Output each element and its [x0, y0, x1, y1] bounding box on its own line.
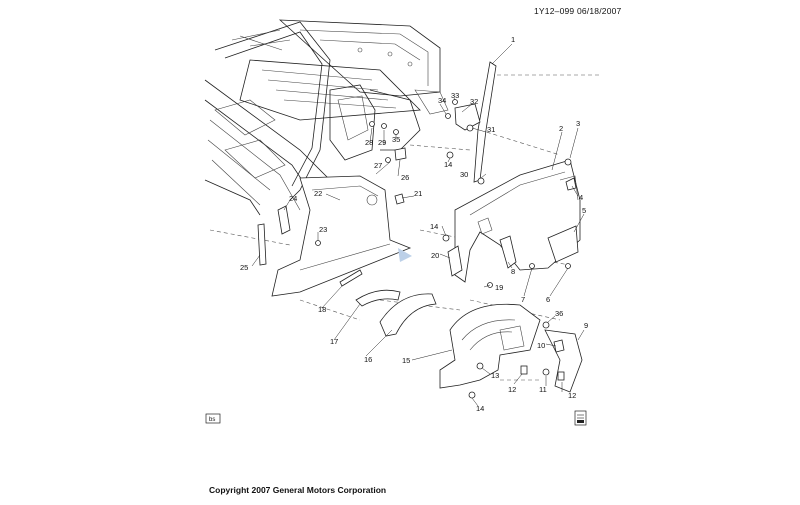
part-24-clip: [277, 205, 291, 235]
callout-7: 7: [521, 295, 525, 304]
callout-19: 19: [495, 283, 503, 292]
callout-24: 24: [289, 194, 297, 203]
callout-11: 11: [539, 385, 547, 394]
copyright-notice: Copyright 2007 General Motors Corporatio…: [209, 485, 387, 495]
callout-20: 20: [431, 251, 439, 260]
part-25-strip: [257, 223, 267, 266]
callout-32: 32: [470, 97, 478, 106]
callout-labels: 1 2 3 4 5 6 7 8 9 10 11 12 12 13 14 14 1…: [240, 35, 588, 413]
part-29-bolt: [381, 123, 387, 129]
callout-12-a: 12: [508, 385, 516, 394]
part-21-clip: [394, 193, 405, 205]
part-34-bolt: [445, 113, 451, 119]
part-12-clip-b: [557, 371, 565, 381]
callout-12-b: 12: [568, 391, 576, 400]
part-31-fastener: [466, 124, 474, 132]
callout-27: 27: [374, 161, 382, 170]
part-14-clip-b: [442, 234, 450, 242]
callout-33: 33: [451, 91, 459, 100]
callout-14-c: 14: [476, 404, 484, 413]
part-7-bolt: [529, 263, 535, 269]
callout-15: 15: [402, 356, 410, 365]
callout-10: 10: [537, 341, 545, 350]
part-22-rocker-panel: [271, 175, 412, 297]
part-30-bolt: [477, 177, 485, 185]
callout-28: 28: [365, 138, 373, 147]
callout-5: 5: [582, 206, 586, 215]
doc-date: 06/18/2007: [576, 6, 622, 16]
part-3-bolt: [564, 158, 572, 166]
callout-31: 31: [487, 125, 495, 134]
callout-22: 22: [314, 189, 322, 198]
part-27-bolt: [385, 157, 391, 163]
callout-8: 8: [511, 267, 515, 276]
part-5-panel: [547, 225, 579, 263]
part-11-fastener: [542, 368, 550, 376]
part-16-liner: [379, 293, 437, 337]
part-13-fastener: [476, 362, 484, 370]
watermark-arrow-shape: [398, 248, 412, 262]
doc-id: 1Y12–099: [534, 6, 575, 16]
part-9-splash-shield: [544, 329, 583, 393]
diagram-legend-icon: [574, 410, 587, 426]
callout-9: 9: [584, 321, 588, 330]
part-36-fastener: [542, 321, 550, 329]
part-18-seal: [339, 269, 363, 287]
callout-16: 16: [364, 355, 372, 364]
callout-6: 6: [546, 295, 550, 304]
part-6-bolt: [565, 263, 571, 269]
part-35-bolt: [393, 129, 399, 135]
part-28-bolt: [369, 121, 375, 127]
callout-2: 2: [559, 124, 563, 133]
callout-23: 23: [319, 225, 327, 234]
callout-14-a: 14: [444, 160, 452, 169]
callout-17: 17: [330, 337, 338, 346]
part-14-clip-a: [446, 151, 454, 159]
leader-lines: [251, 43, 585, 407]
callout-25: 25: [240, 263, 248, 272]
bs-box-label: bs: [209, 417, 215, 423]
diagram-header: 1Y12–099 06/18/2007: [534, 6, 621, 16]
callout-26: 26: [401, 173, 409, 182]
part-15-wheelhouse: [439, 303, 541, 389]
part-23-clip: [315, 240, 321, 246]
callout-34: 34: [438, 96, 446, 105]
callout-30: 30: [460, 170, 468, 179]
part-14-clip-c: [468, 391, 476, 399]
callout-14-b: 14: [430, 222, 438, 231]
part-33-bolt: [452, 99, 458, 105]
part-12-clip-a: [520, 365, 528, 375]
part-8-bracket: [499, 235, 517, 269]
callout-35: 35: [392, 135, 400, 144]
part-4-clip: [565, 177, 577, 191]
part-10-clip: [553, 339, 565, 353]
callout-21: 21: [414, 189, 422, 198]
callout-4: 4: [579, 193, 583, 202]
part-17-liner: [355, 289, 401, 307]
part-26-bracket: [394, 147, 407, 161]
alignment-guides: [209, 74, 600, 381]
callout-13: 13: [491, 371, 499, 380]
callout-18: 18: [318, 305, 326, 314]
callout-29: 29: [378, 138, 386, 147]
part-20-bracket: [447, 245, 463, 277]
bs-box-mark: bs: [205, 413, 221, 424]
callout-3: 3: [576, 119, 580, 128]
callout-36: 36: [555, 309, 563, 318]
callout-1: 1: [511, 35, 515, 44]
